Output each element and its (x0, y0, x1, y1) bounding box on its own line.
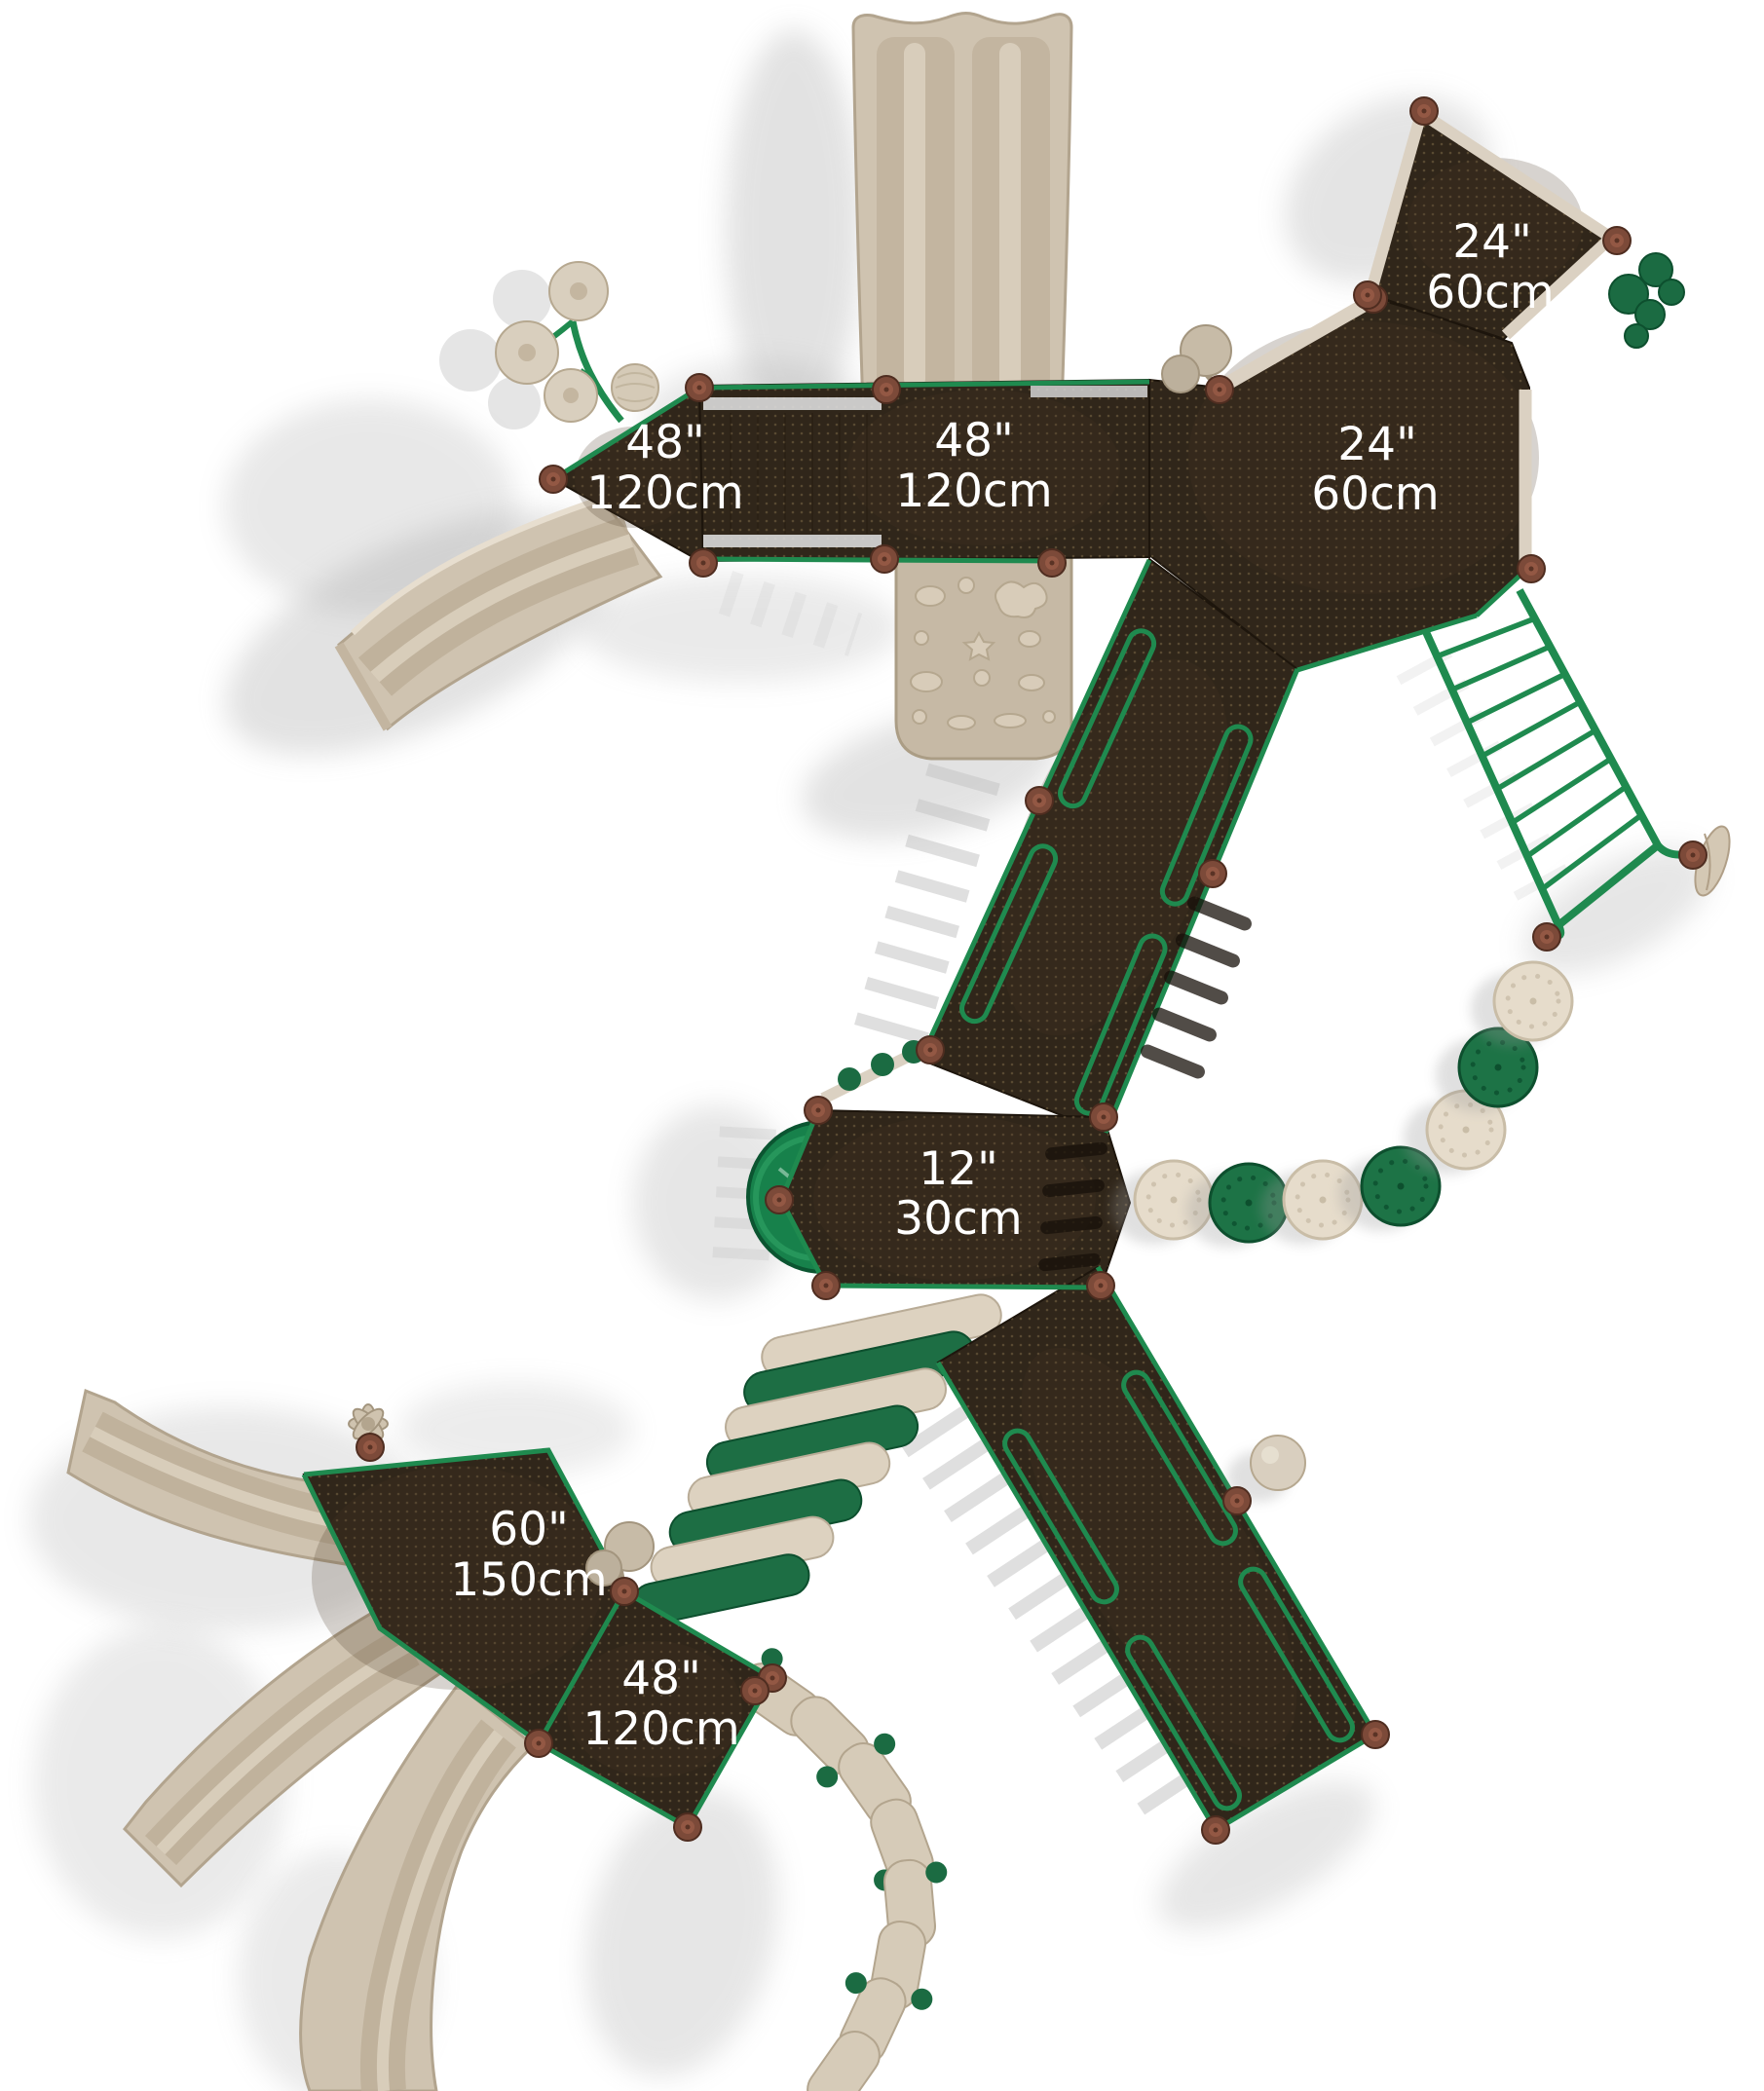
dome-ladder-shadow (712, 1126, 776, 1268)
deck-structure (301, 109, 1685, 1833)
wall-holds (910, 577, 1056, 730)
slide-ridge (904, 43, 925, 390)
leaf-panel (1608, 252, 1685, 349)
slide-ridge (370, 534, 634, 683)
bridge-wall (703, 397, 882, 410)
height-label-cm: 150cm (450, 1553, 607, 1607)
ramp-ladder-shadow (879, 1367, 1221, 1827)
stair-treads (1038, 896, 1252, 1272)
caterpillar-step (807, 2031, 881, 2091)
height-label-cm: 60cm (1311, 467, 1439, 521)
shadow-blob (726, 29, 862, 429)
flower-shadows (439, 270, 551, 429)
monkey-bar-shadow (1396, 648, 1575, 911)
shadow-blob (584, 1789, 779, 2077)
shadow-blob (1157, 1780, 1375, 1930)
height-label-tower-deck: 24" 60cm (1426, 215, 1554, 319)
height-label-inches: 12" (919, 1142, 997, 1196)
wave-slide-lower (299, 1682, 537, 2091)
handrail-loops (959, 628, 1355, 1811)
height-label-main-right-deck: 24" 60cm (1311, 418, 1439, 521)
caterpillar-nub (844, 1972, 867, 1995)
caterpillar-nub (761, 1648, 783, 1670)
deck-perforations (304, 111, 1615, 1830)
flower-climber (439, 261, 659, 429)
caterpillar-nub (911, 1988, 933, 2010)
stepping-pods (1111, 960, 1574, 1248)
monkey-rungs (1436, 616, 1643, 892)
left-wave-slide (334, 496, 663, 731)
monkey-bars (1418, 588, 1688, 940)
flower-step (548, 261, 609, 321)
height-label-cm: 30cm (894, 1192, 1022, 1246)
flower-stem (569, 320, 624, 424)
height-label-inches: 60" (489, 1503, 568, 1556)
height-label-cm: 120cm (586, 467, 743, 520)
step-stack (631, 1293, 1002, 1625)
height-label-cm: 120cm (895, 465, 1052, 518)
height-label-center-deck: 48" 120cm (895, 414, 1052, 518)
shadow-blob (34, 1626, 287, 1938)
flower-step (495, 320, 559, 385)
height-label-inches: 24" (1452, 215, 1531, 269)
cream-rails (820, 109, 1616, 1104)
shadow-blob (399, 1383, 633, 1476)
height-label-middle-low-deck: 12" 30cm (894, 1142, 1022, 1246)
pod-tan (1471, 960, 1574, 1046)
height-label-triangle-deck: 48" 120cm (586, 416, 743, 520)
height-label-inches: 48" (934, 414, 1013, 467)
slide-end (334, 642, 393, 731)
ridged-dome (611, 363, 659, 412)
bridge-shadow (718, 571, 863, 656)
climbing-wall (894, 555, 1073, 761)
deck-sheen (312, 158, 1583, 1777)
height-label-inches: 48" (621, 1652, 700, 1705)
slide-rim (350, 496, 603, 636)
height-labels: 24" 60cm 48" 120cm 48" 120cm 24" 60cm 12… (450, 215, 1554, 1756)
double-wave-slide (851, 12, 1073, 420)
monkey-end-bar (1556, 841, 1661, 929)
triple-wave-slides (66, 1388, 537, 2091)
pod-green (1436, 1027, 1539, 1112)
rail-nub (838, 1067, 861, 1091)
caterpillar-nub (925, 1861, 948, 1884)
height-label-cm: 60cm (1426, 266, 1554, 319)
shadow-blob (633, 1105, 799, 1300)
deck-wall (1031, 386, 1147, 397)
shadow-blob (580, 575, 901, 682)
height-label-inches: 48" (625, 416, 704, 469)
height-label-cm: 120cm (582, 1702, 739, 1756)
bridge-planks (730, 413, 868, 534)
height-label-lower-left-deck: 60" 150cm (450, 1503, 607, 1607)
propeller-toy (348, 1403, 389, 1444)
bridge-walls (703, 386, 1147, 547)
shadow-blob (1523, 846, 1710, 975)
caterpillar-nub (816, 1766, 839, 1788)
flower-step (544, 368, 598, 423)
wave-slide-middle (122, 1603, 443, 1888)
bridge-wall (703, 535, 882, 547)
dome-highlight (753, 1135, 817, 1261)
height-label-bottom-deck: 48" 120cm (582, 1652, 739, 1756)
rail-nub (871, 1053, 894, 1076)
caterpillar-nub (874, 1733, 896, 1755)
slide-ridge (999, 43, 1021, 390)
height-label-inches: 24" (1337, 418, 1416, 471)
